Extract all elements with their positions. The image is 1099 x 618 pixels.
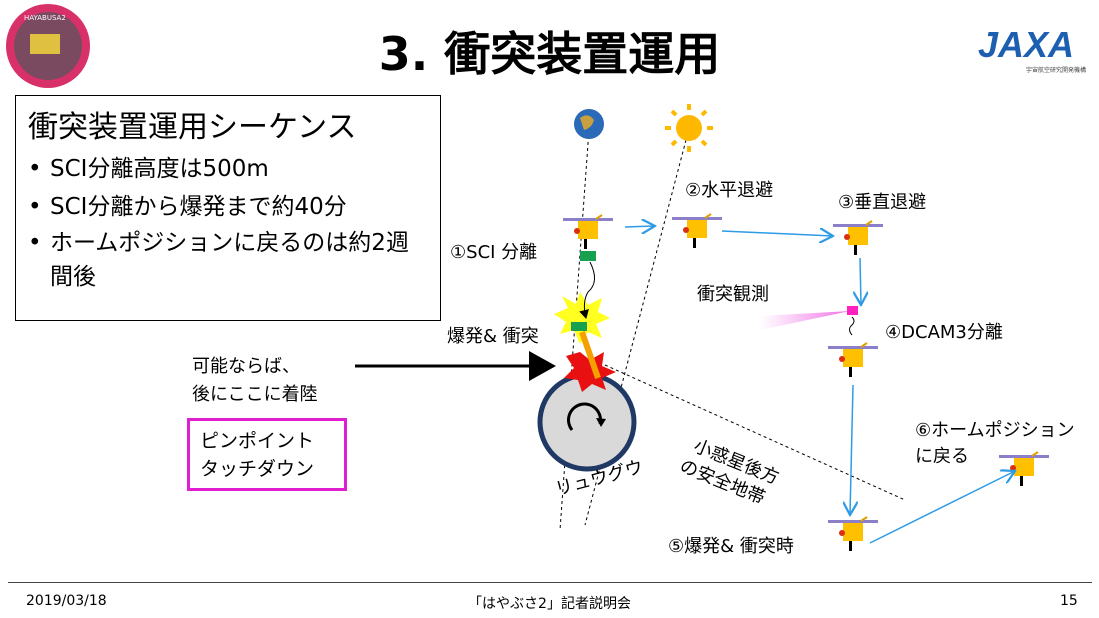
landing-label-b: 後にここに着陸 bbox=[192, 384, 318, 405]
observation-label: 衝突観測 bbox=[697, 284, 769, 305]
step1-label: ①SCI 分離 bbox=[450, 242, 538, 263]
page-number: 15 bbox=[1060, 593, 1078, 609]
bullet: ホームポジションに戻るのは約2週間後 bbox=[28, 226, 418, 294]
sequence-box: 衝突装置運用シーケンス SCI分離高度は500m SCI分離から爆発まで約40分… bbox=[15, 95, 441, 321]
footer-date: 2019/03/18 bbox=[26, 593, 107, 609]
step6-label-a: ⑥ホームポジション bbox=[915, 420, 1075, 441]
hayabusa2-logo bbox=[6, 4, 90, 88]
explosion-label: 爆発& 衝突 bbox=[447, 326, 539, 347]
jaxa-sub: 宇宙航空研究開発機構 bbox=[1026, 66, 1086, 74]
footer-event: 「はやぶさ2」記者説明会 bbox=[468, 596, 631, 612]
step3-label: ③垂直退避 bbox=[838, 192, 927, 213]
step4-label: ④DCAM3分離 bbox=[885, 322, 1003, 343]
landing-label-a: 可能ならば、 bbox=[192, 356, 300, 377]
page-title: 3. 衝突装置運用 bbox=[378, 27, 721, 81]
pinpoint-box: ピンポイント タッチダウン bbox=[187, 418, 347, 491]
sequence-heading: 衝突装置運用シーケンス bbox=[28, 110, 357, 145]
step2-label: ②水平退避 bbox=[685, 180, 774, 201]
pinpoint-a: ピンポイント bbox=[200, 430, 315, 452]
bullet: SCI分離高度は500m bbox=[28, 150, 428, 188]
footer-divider bbox=[8, 582, 1092, 583]
pinpoint-b: タッチダウン bbox=[200, 458, 315, 480]
mission-logo-text: HAYABUSA2 bbox=[24, 14, 66, 22]
asteroid-ryugu bbox=[537, 372, 637, 472]
step6-label-b: に戻る bbox=[915, 446, 969, 467]
bullet: SCI分離から爆発まで約40分 bbox=[28, 188, 428, 226]
sun-icon bbox=[665, 104, 713, 152]
jaxa-logo: JAXA bbox=[978, 24, 1074, 65]
step5-label: ⑤爆発& 衝突時 bbox=[668, 536, 794, 557]
